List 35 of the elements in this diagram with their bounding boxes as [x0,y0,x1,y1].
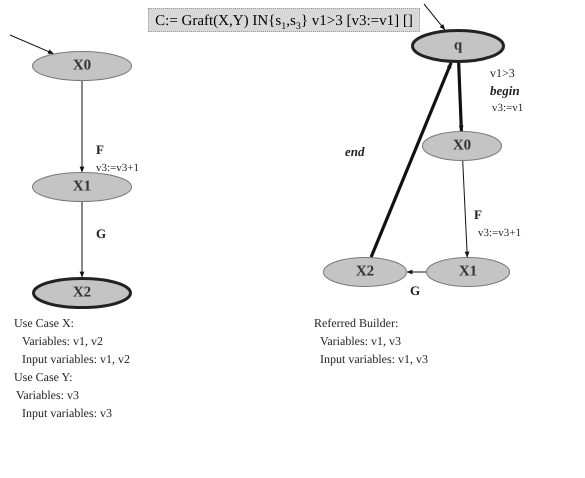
description-text: Use Case X: [14,316,74,330]
edge-label: F [474,208,482,222]
description-text: Input variables: v1, v2 [22,352,130,366]
arrow [462,160,470,258]
description-text: Referred Builder: [314,316,398,330]
description-text: Use Case Y: [14,370,72,384]
description-text: Input variables: v3 [22,406,112,420]
arrow [80,80,84,173]
edge-label: end [345,145,364,159]
description-text: Variables: v3 [16,388,79,402]
guard-text: v1>3 [490,66,515,80]
arrow [10,34,54,54]
state-ellipse: X0 [422,131,502,161]
title: C:= Graft(X,Y) IN{s$_{1}$,s$_{3}$} v1>3 [v3:=v1] [] [148,8,420,32]
state-ellipse: q [411,29,505,63]
assignment-text: v3:=v3+1 [478,226,521,240]
edge-label: G [410,284,420,298]
arrow [424,4,446,30]
state-ellipse: X1 [32,172,132,202]
description-text: Variables: v1, v3 [320,334,401,348]
arrow [370,62,453,258]
state-ellipse: X2 [323,257,407,287]
assignment-text: v3:=v3+1 [96,161,139,175]
description-text: Input variables: v1, v3 [320,352,428,366]
arrow [406,270,426,274]
arrow [80,202,84,278]
state-ellipse: X1 [426,257,510,287]
assignment-text: v3:=v1 [492,101,524,115]
arrow [457,62,464,132]
state-ellipse: X0 [32,51,132,81]
description-text: Variables: v1, v2 [22,334,103,348]
edge-label: F [96,143,104,157]
edge-label: G [96,227,106,241]
state-ellipse: X2 [32,277,132,309]
edge-label: begin [490,84,520,98]
